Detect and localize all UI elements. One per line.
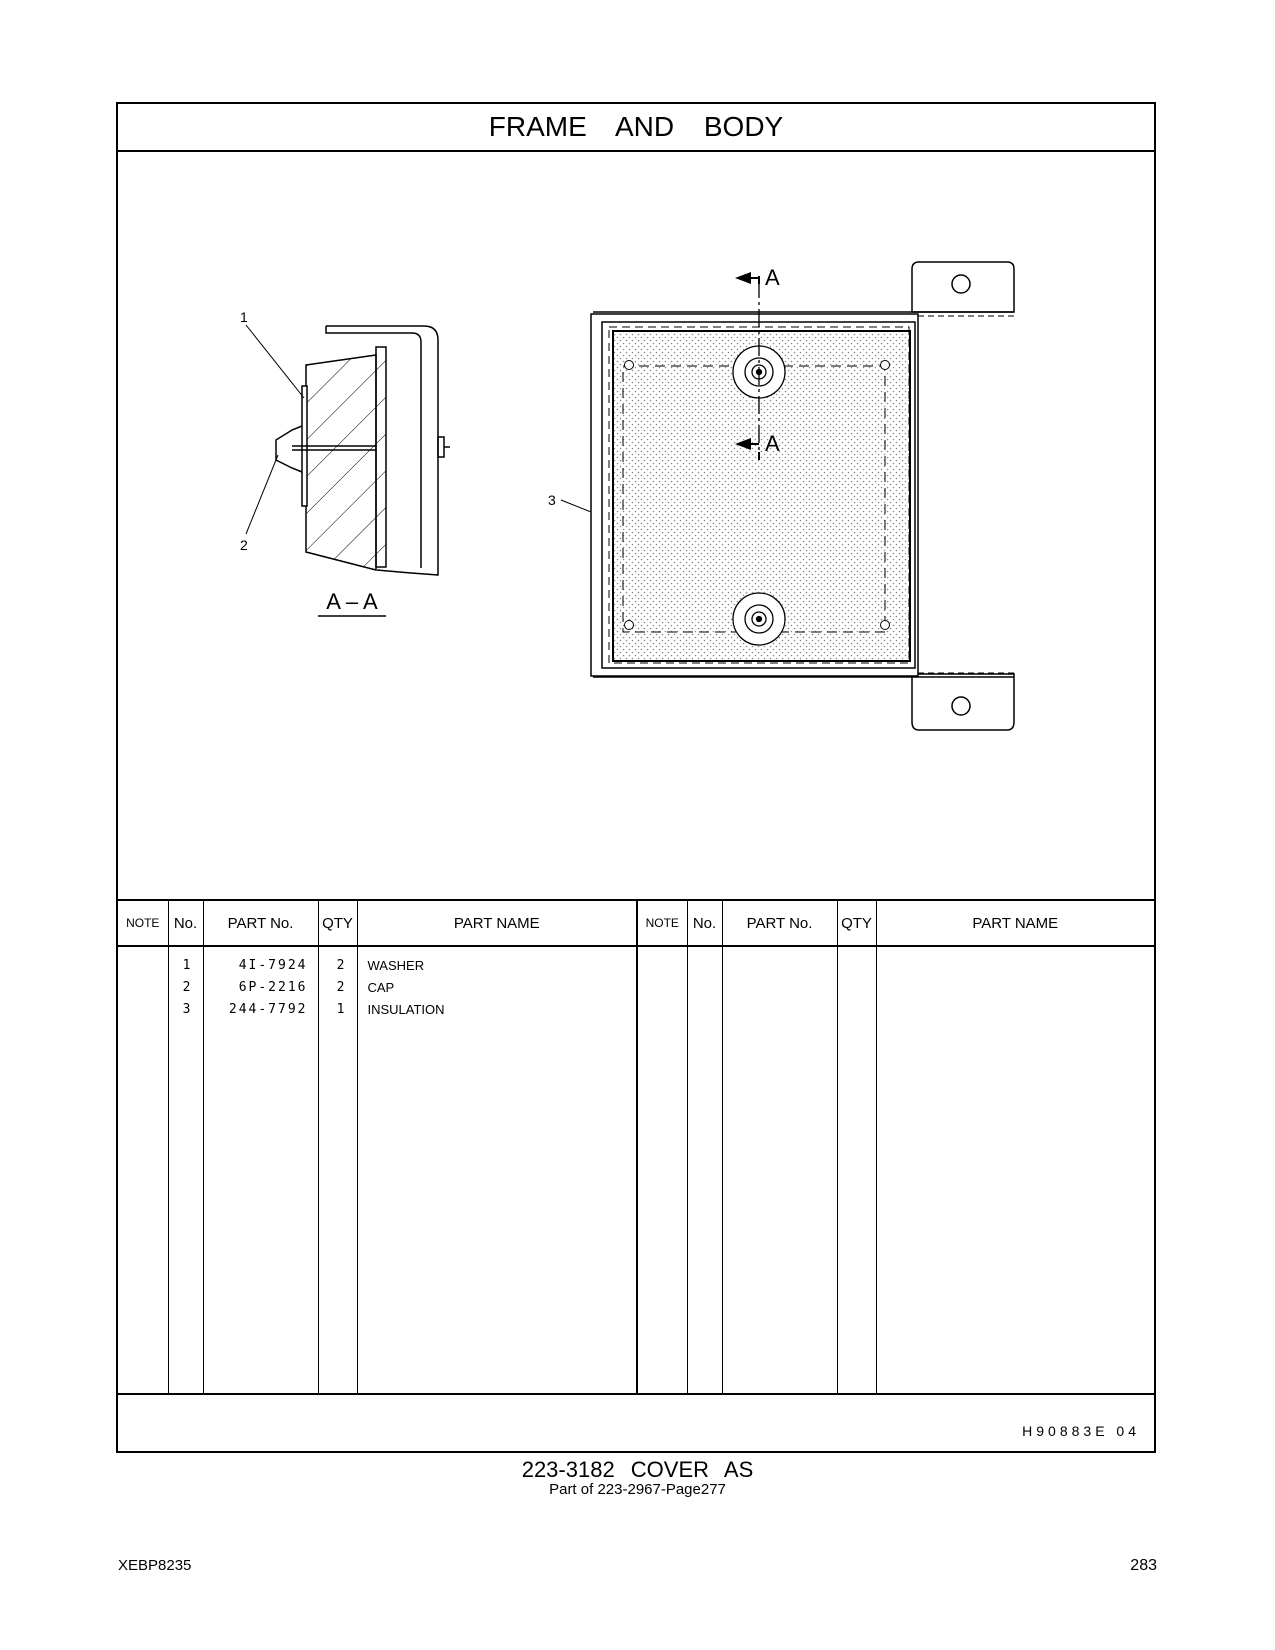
no-column: 1 2 3 <box>167 946 203 1394</box>
table-cell-qty: 2 <box>336 958 347 973</box>
header-note-right: NOTE <box>636 899 687 947</box>
section-view-aa <box>275 325 450 576</box>
cover-plan-view <box>590 261 1015 731</box>
header-no-right: No. <box>686 899 722 947</box>
section-label: A – A <box>326 589 378 614</box>
table-cell-part-name: WASHER <box>367 958 425 973</box>
page-title: FRAME AND BODY <box>118 104 1154 152</box>
table-cell-part-no: 6P-2216 <box>238 980 308 995</box>
assembly-title: 223-3182 COVER AS <box>521 1457 754 1482</box>
table-header-row: NOTE No. PART No. QTY PART NAME NOTE No.… <box>118 899 1154 947</box>
callout-2: 2 <box>240 537 248 553</box>
note-column <box>118 946 168 1394</box>
table-cell-part-name: INSULATION <box>367 1002 445 1017</box>
assembly-caption: 223-3182 COVER AS Part of 223-2967-Page2… <box>0 1458 1275 1498</box>
parts-drawing: 1 2 A – A <box>240 261 1015 731</box>
header-part-no: PART No. <box>202 899 318 947</box>
page-number: 283 <box>1130 1557 1157 1574</box>
part-no-column: 4I-7924 6P-2216 244-7792 <box>202 946 318 1394</box>
table-body: 1 2 3 4I-7924 6P-2216 244-7792 2 2 1 WAS… <box>118 946 1154 1394</box>
doc-code: XEBP8235 <box>118 1557 192 1574</box>
table-footer-row <box>118 1393 1154 1469</box>
drawing-reference: H90883E 04 <box>1022 1423 1140 1439</box>
table-cell-no: 1 <box>182 958 193 973</box>
qty-column-right <box>836 946 876 1394</box>
table-cell-no: 3 <box>182 1002 193 1017</box>
qty-column: 2 2 1 <box>317 946 357 1394</box>
header-part-name-right: PART NAME <box>875 899 1154 947</box>
cap-bottom <box>732 592 786 646</box>
header-part-name: PART NAME <box>356 899 637 947</box>
table-cell-part-name: CAP <box>367 980 395 995</box>
header-no: No. <box>167 899 203 947</box>
part-no-column-right <box>721 946 837 1394</box>
section-marker-bottom: A <box>765 431 780 456</box>
table-cell-no: 2 <box>182 980 193 995</box>
parts-sheet-frame: FRAME AND BODY <box>116 102 1156 1469</box>
header-qty: QTY <box>317 899 357 947</box>
no-column-right <box>686 946 722 1394</box>
header-note: NOTE <box>118 899 168 947</box>
callout-3: 3 <box>548 492 556 508</box>
note-column-right <box>636 946 687 1394</box>
table-cell-qty: 2 <box>336 980 347 995</box>
section-marker-top: A <box>765 265 780 290</box>
parts-table: NOTE No. PART No. QTY PART NAME NOTE No.… <box>118 899 1154 1469</box>
table-cell-qty: 1 <box>336 1002 347 1017</box>
assembly-subtitle: Part of 223-2967-Page277 <box>549 1481 726 1498</box>
table-cell-part-no: 244-7792 <box>228 1002 308 1017</box>
part-name-column: WASHER CAP INSULATION <box>356 946 637 1394</box>
table-cell-part-no: 4I-7924 <box>238 958 308 973</box>
part-name-column-right <box>875 946 1154 1394</box>
callout-1: 1 <box>240 309 248 325</box>
header-qty-right: QTY <box>836 899 876 947</box>
header-part-no-right: PART No. <box>721 899 837 947</box>
